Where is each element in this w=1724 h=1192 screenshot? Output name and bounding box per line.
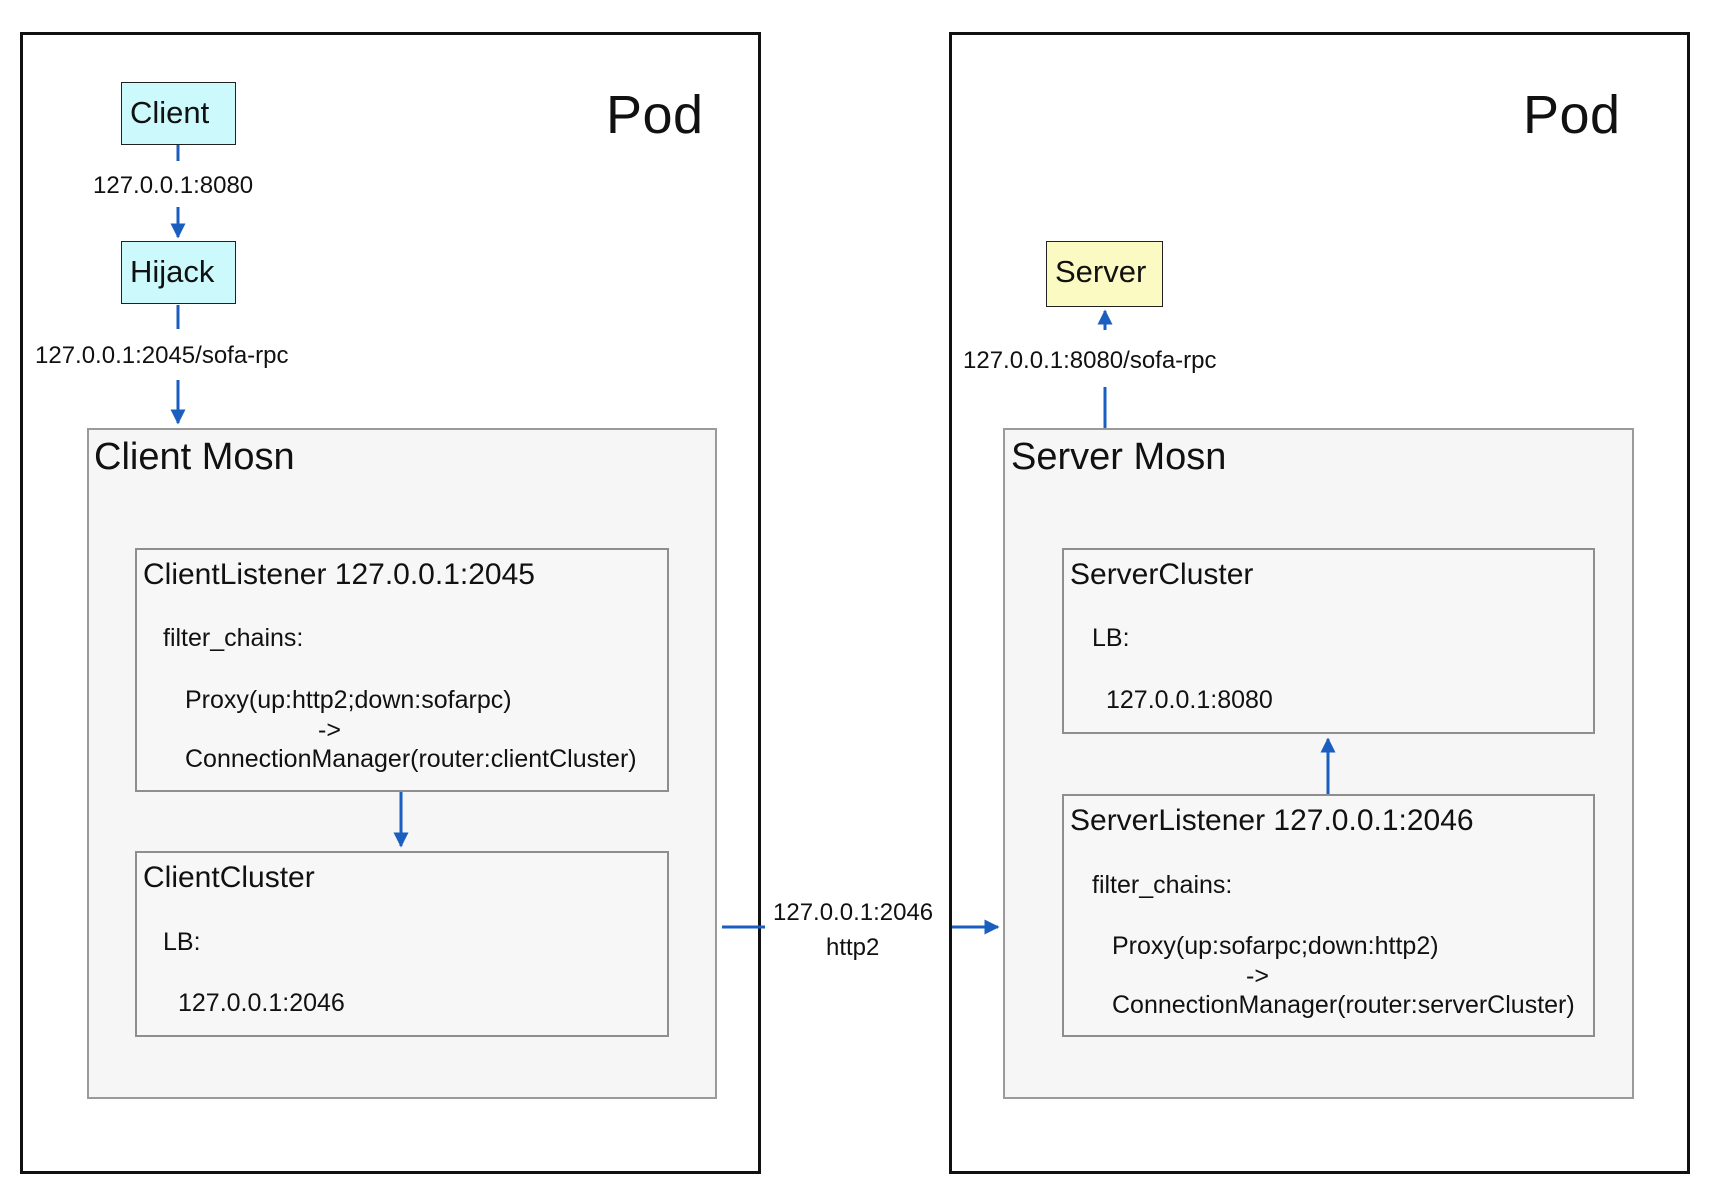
server-mosn-title: Server Mosn: [1011, 436, 1227, 478]
server-listener-title: ServerListener 127.0.0.1:2046: [1070, 804, 1474, 837]
client-cluster-box: [135, 851, 669, 1037]
server-filter-chains-label: filter_chains:: [1092, 871, 1233, 899]
client-cluster-lb-label: LB:: [163, 928, 201, 956]
server-listener-box: [1062, 794, 1595, 1037]
server-cluster-address: 127.0.0.1:8080: [1106, 686, 1273, 714]
edge-label-hijack-mosn: 127.0.0.1:2045/sofa-rpc: [35, 342, 289, 369]
server-filter-line3: ConnectionManager(router:serverCluster): [1112, 991, 1575, 1019]
server-filter-line2: ->: [1246, 962, 1269, 990]
client-filter-line1: Proxy(up:http2;down:sofarpc): [185, 686, 512, 714]
client-filter-chains-label: filter_chains:: [163, 624, 304, 652]
client-filter-line3: ConnectionManager(router:clientCluster): [185, 745, 637, 773]
server-cluster-lb-label: LB:: [1092, 624, 1130, 652]
edge-label-mosn-server: 127.0.0.1:8080/sofa-rpc: [963, 347, 1217, 374]
cross-edge-protocol: http2: [826, 934, 880, 961]
left-pod-title: Pod: [606, 85, 704, 145]
client-cluster-address: 127.0.0.1:2046: [178, 989, 345, 1017]
client-listener-box: [135, 548, 669, 792]
server-cluster-box: [1062, 548, 1595, 734]
client-mosn-title: Client Mosn: [94, 436, 295, 478]
hijack-node: Hijack: [121, 241, 236, 304]
server-cluster-title: ServerCluster: [1070, 558, 1254, 591]
client-filter-line2: ->: [318, 716, 341, 744]
client-cluster-title: ClientCluster: [143, 861, 315, 894]
server-filter-line1: Proxy(up:sofarpc;down:http2): [1112, 932, 1439, 960]
cross-edge-address: 127.0.0.1:2046: [773, 899, 934, 926]
client-listener-title: ClientListener 127.0.0.1:2045: [143, 558, 535, 591]
client-node: Client: [121, 82, 236, 145]
server-node: Server: [1046, 241, 1163, 307]
right-pod-title: Pod: [1523, 85, 1621, 145]
edge-label-client-hijack: 127.0.0.1:8080: [93, 172, 254, 199]
